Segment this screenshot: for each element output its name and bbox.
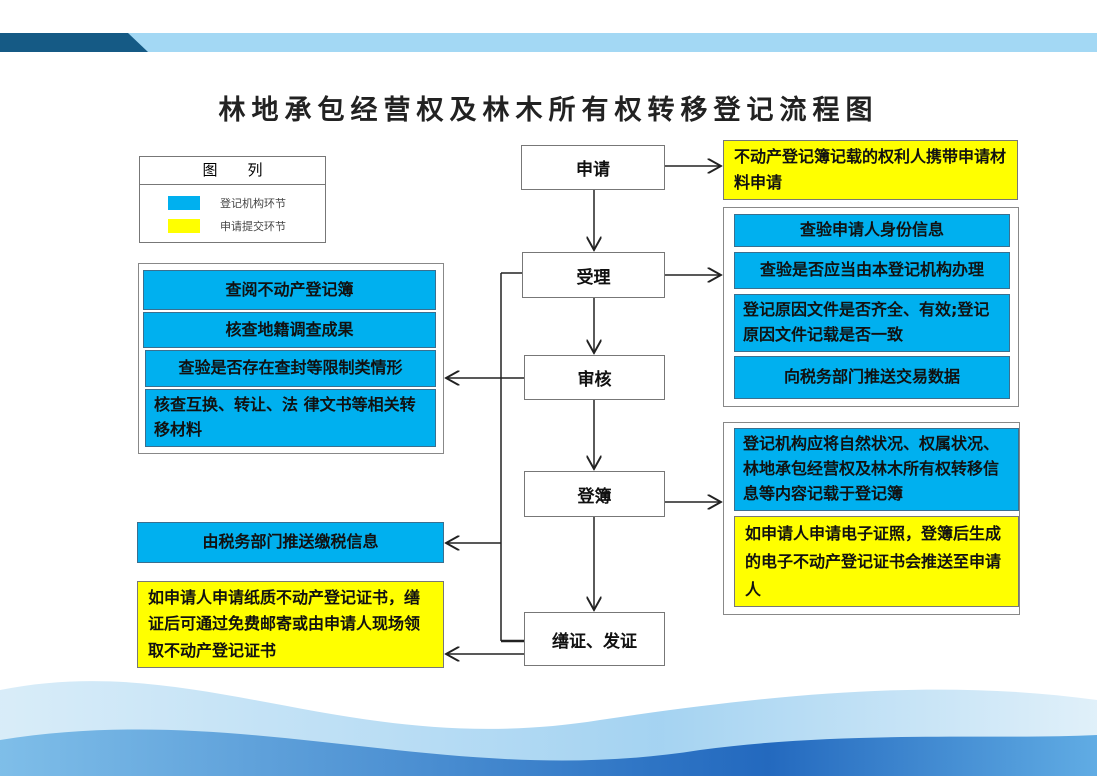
issue-note: 如申请人申请纸质不动产登记证书，缮证后可通过免费邮寄或由申请人现场领取不动产登记… (137, 581, 444, 668)
review-checks-group: 查阅不动产登记簿 核查地籍调查成果 查验是否存在查封等限制类情形 核查互换、转让… (138, 263, 444, 454)
legend-header: 图 列 (140, 157, 325, 185)
legend-swatch-blue (168, 196, 200, 210)
review-check: 查阅不动产登记簿 (143, 270, 436, 310)
page-title: 林地承包经营权及林木所有权转移登记流程图 (218, 95, 879, 126)
step-review: 审核 (524, 355, 665, 400)
apply-note: 不动产登记簿记载的权利人携带申请材料申请 (723, 140, 1018, 200)
legend: 图 列 登记机构环节 申请提交环节 (139, 156, 326, 243)
register-note: 登记机构应将自然状况、权属状况、林地承包经营权及林木所有权转移信息等内容记载于登… (734, 428, 1019, 511)
step-register: 登簿 (524, 471, 665, 517)
accept-check: 登记原因文件是否齐全、有效;登记原因文件记载是否一致 (734, 294, 1010, 352)
review-check: 核查互换、转让、法 律文书等相关转移材料 (145, 389, 436, 447)
step-accept: 受理 (522, 252, 665, 298)
accept-check: 向税务部门推送交易数据 (734, 356, 1010, 399)
legend-label: 登记机构环节 (220, 197, 286, 210)
step-apply: 申请 (521, 145, 665, 190)
accept-check: 查验是否应当由本登记机构办理 (734, 252, 1010, 289)
legend-swatch-yellow (168, 219, 200, 233)
tax-note: 由税务部门推送缴税信息 (137, 522, 444, 563)
legend-label: 申请提交环节 (220, 220, 286, 233)
register-notes-group: 登记机构应将自然状况、权属状况、林地承包经营权及林木所有权转移信息等内容记载于登… (723, 422, 1020, 615)
accept-checks-group: 查验申请人身份信息 查验是否应当由本登记机构办理 登记原因文件是否齐全、有效;登… (723, 207, 1019, 407)
review-check: 查验是否存在查封等限制类情形 (145, 350, 436, 387)
accept-check: 查验申请人身份信息 (734, 214, 1010, 247)
review-check: 核查地籍调查成果 (143, 312, 436, 348)
step-issue: 缮证、发证 (524, 612, 665, 666)
register-note: 如申请人申请电子证照，登簿后生成的电子不动产登记证书会推送至申请人 (734, 516, 1019, 607)
